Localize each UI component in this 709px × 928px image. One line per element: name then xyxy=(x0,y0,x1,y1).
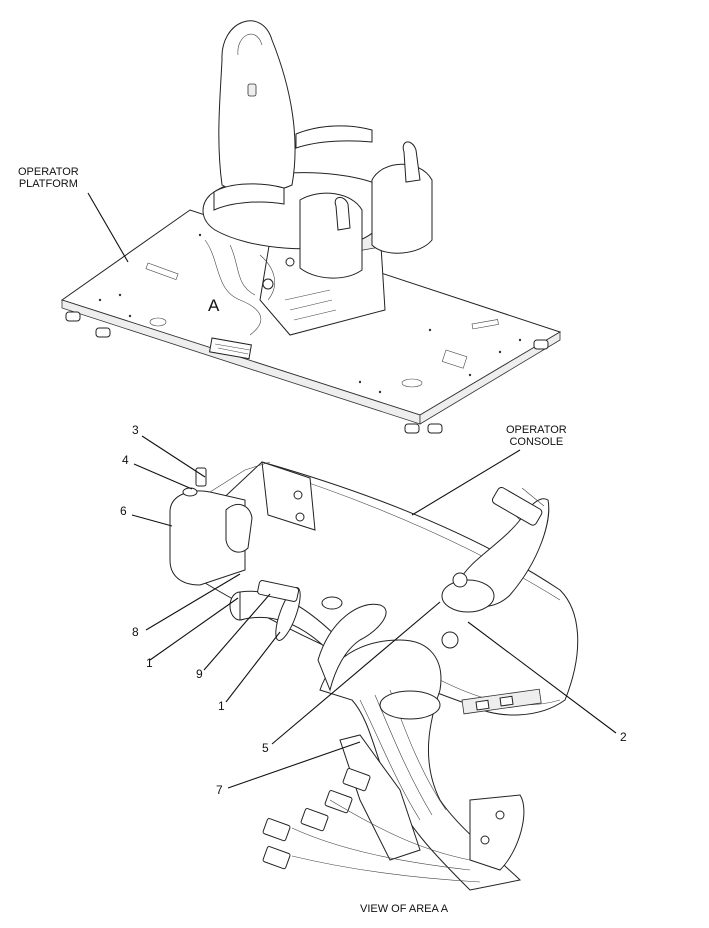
callout-9: 9 xyxy=(196,667,203,681)
platform-leader-line xyxy=(87,192,129,263)
callout-3: 3 xyxy=(132,423,139,437)
leader-4 xyxy=(133,463,193,490)
leader-6 xyxy=(131,514,173,527)
leader-9 xyxy=(203,593,271,671)
caption-view-of-area-a: VIEW OF AREA A xyxy=(360,903,449,915)
platform-foot xyxy=(427,423,443,434)
platform-foot xyxy=(65,311,81,322)
platform-foot xyxy=(533,339,549,350)
callout-1-left: 1 xyxy=(146,656,153,670)
left-armrest xyxy=(213,183,285,211)
callout-8: 8 xyxy=(132,625,139,639)
seat-back xyxy=(218,20,296,193)
bottom-connectors xyxy=(262,768,481,883)
platform-foot xyxy=(404,423,420,434)
console-leader-line xyxy=(411,449,521,516)
operator-platform-illustration xyxy=(60,20,562,434)
leader-1-right xyxy=(225,631,281,703)
left-console xyxy=(299,192,363,279)
right-joystick xyxy=(402,141,421,183)
callout-7: 7 xyxy=(216,783,223,797)
joystick-base xyxy=(441,579,495,613)
callout-2: 2 xyxy=(620,730,627,744)
joystick-harness xyxy=(459,498,550,608)
part-2-plug xyxy=(441,631,459,649)
callout-4: 4 xyxy=(122,453,129,467)
callout-6: 6 xyxy=(120,504,127,518)
callout-1-right: 1 xyxy=(218,699,225,713)
leader-3 xyxy=(141,435,206,478)
pedestal-ring xyxy=(379,690,441,720)
leader-2 xyxy=(467,621,617,734)
leader-1-left xyxy=(149,597,239,661)
platform-foot xyxy=(95,327,111,338)
switch-4 xyxy=(182,487,198,497)
area-a-view-illustration xyxy=(169,461,579,891)
leader-7 xyxy=(227,741,361,789)
label-area-a: A xyxy=(208,296,220,315)
label-operator-platform: OPERATOR PLATFORM xyxy=(18,166,79,190)
callout-leader-lines xyxy=(131,435,617,789)
leader-8 xyxy=(145,573,241,631)
harness-connectors xyxy=(208,337,252,360)
callout-5: 5 xyxy=(262,741,269,755)
leader-5 xyxy=(271,601,441,745)
right-console xyxy=(371,163,433,254)
left-joystick xyxy=(334,197,351,231)
label-operator-console: OPERATOR CONSOLE xyxy=(506,424,567,448)
right-armrest xyxy=(295,125,373,149)
pedestal-body xyxy=(339,734,421,861)
